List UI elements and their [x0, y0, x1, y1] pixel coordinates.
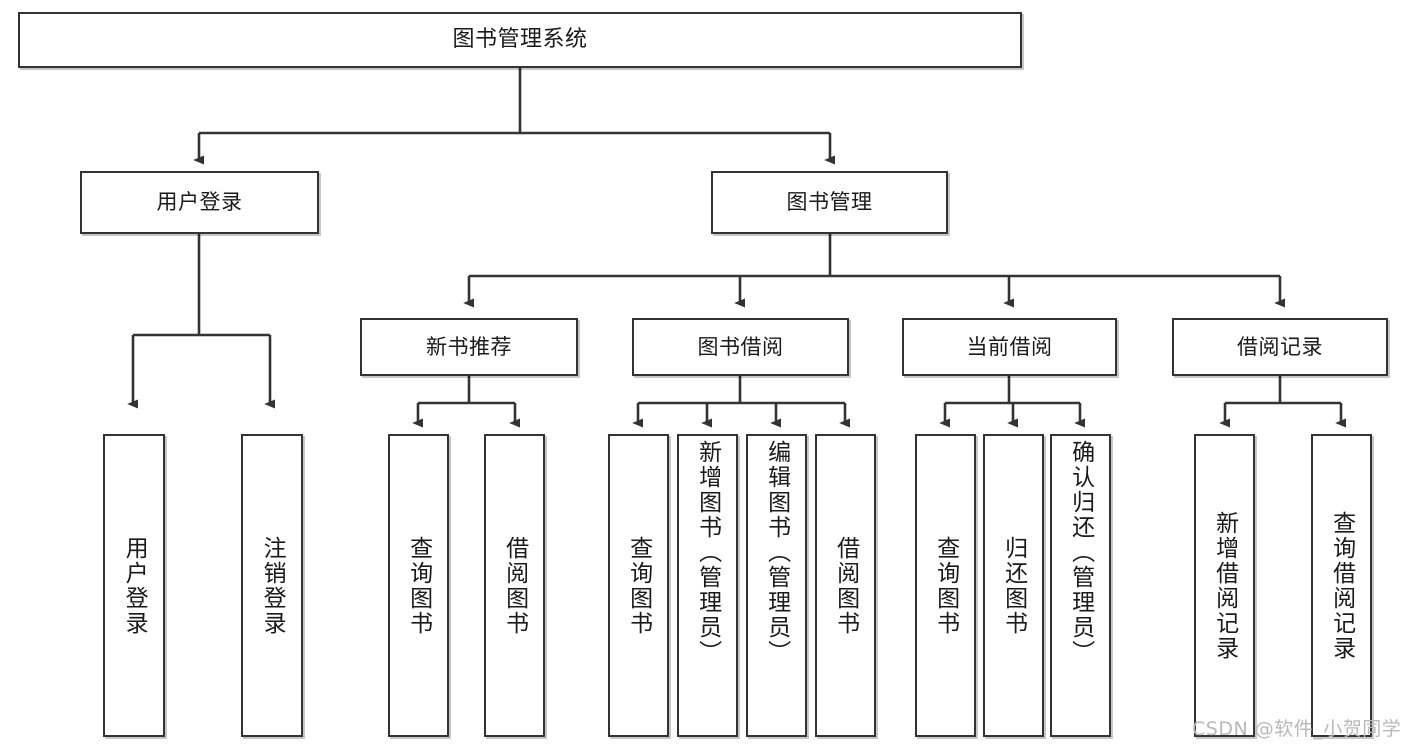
node-label: 借阅记录 [1237, 334, 1323, 359]
leaf-edit-book-admin[interactable]: 编辑图书（管理员） [746, 434, 807, 737]
node-label: 用户登录 [121, 535, 148, 636]
node-book-management[interactable]: 图书管理 [711, 171, 948, 234]
node-label: 新增借阅记录 [1211, 510, 1238, 661]
node-label: 图书管理系统 [452, 27, 588, 53]
leaf-logout[interactable]: 注销登录 [241, 434, 303, 737]
node-borrow-record[interactable]: 借阅记录 [1172, 318, 1388, 376]
node-current-borrow[interactable]: 当前借阅 [902, 318, 1117, 376]
node-book-borrow[interactable]: 图书借阅 [632, 318, 849, 376]
leaf-query-book-borrow[interactable]: 查询图书 [608, 434, 669, 737]
node-label: 确认归还（管理员） [1067, 440, 1094, 665]
leaf-borrow-book[interactable]: 借阅图书 [815, 434, 876, 737]
node-label: 编辑图书（管理员） [763, 440, 790, 665]
leaf-query-book-current[interactable]: 查询图书 [915, 434, 976, 737]
node-label: 归还图书 [1000, 535, 1027, 636]
node-new-book-recommend[interactable]: 新书推荐 [360, 318, 578, 376]
node-label: 借阅图书 [832, 535, 859, 636]
leaf-add-borrow-record[interactable]: 新增借阅记录 [1194, 434, 1255, 737]
leaf-query-borrow-record[interactable]: 查询借阅记录 [1311, 434, 1372, 737]
node-label: 当前借阅 [966, 334, 1053, 359]
node-label: 用户登录 [156, 190, 243, 215]
node-label: 新增图书（管理员） [694, 440, 721, 665]
leaf-add-book-admin[interactable]: 新增图书（管理员） [677, 434, 738, 737]
node-root-system[interactable]: 图书管理系统 [18, 12, 1022, 68]
node-label: 借阅图书 [501, 535, 528, 636]
watermark-text: CSDN @软件_小贺同学 [1192, 718, 1402, 740]
node-label: 新书推荐 [426, 334, 512, 359]
node-label: 图书管理 [786, 190, 873, 215]
leaf-user-login[interactable]: 用户登录 [103, 434, 165, 737]
node-label: 图书借阅 [697, 334, 784, 359]
node-user-login[interactable]: 用户登录 [80, 171, 319, 234]
node-label: 查询借阅记录 [1328, 510, 1355, 661]
node-label: 注销登录 [259, 535, 286, 636]
node-label: 查询图书 [405, 535, 432, 636]
leaf-borrow-book-recommend[interactable]: 借阅图书 [484, 434, 545, 737]
node-label: 查询图书 [932, 535, 959, 636]
node-label: 查询图书 [625, 535, 652, 636]
leaf-confirm-return-admin[interactable]: 确认归还（管理员） [1050, 434, 1111, 737]
leaf-query-book-recommend[interactable]: 查询图书 [388, 434, 449, 737]
leaf-return-book[interactable]: 归还图书 [983, 434, 1044, 737]
